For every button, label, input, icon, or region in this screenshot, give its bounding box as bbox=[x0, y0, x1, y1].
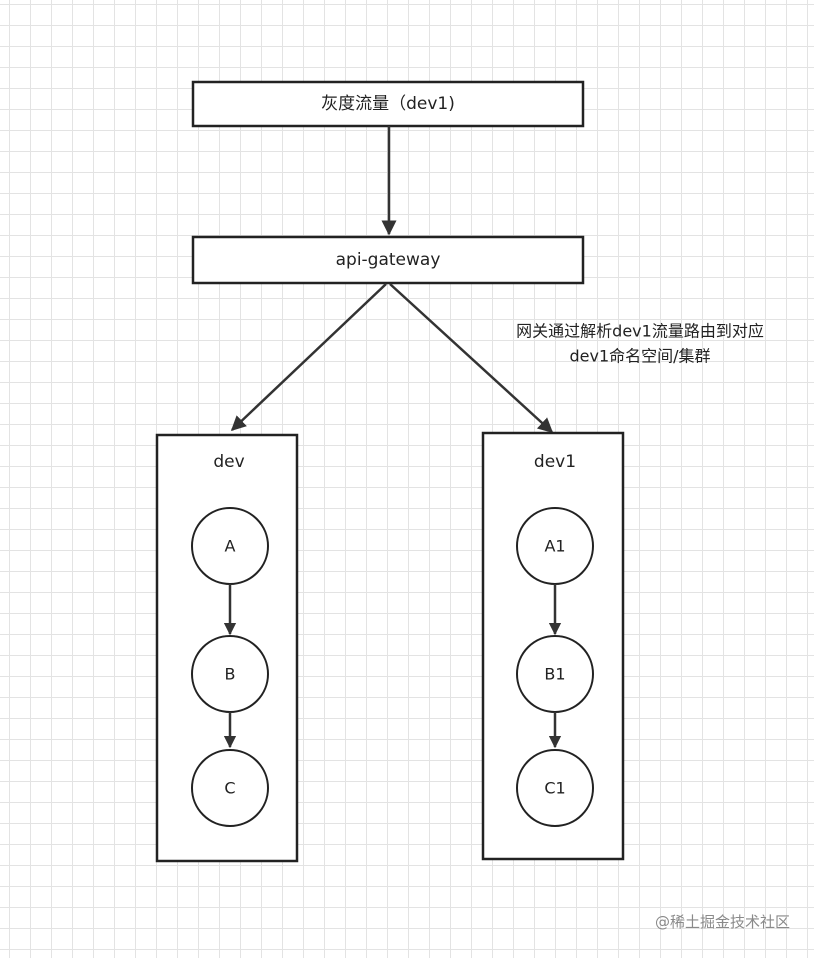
edge-gateway-to-dev bbox=[230, 283, 387, 432]
dev-namespace-label: dev bbox=[213, 452, 244, 472]
routing-note-line1: 网关通过解析dev1流量路由到对应 bbox=[516, 322, 764, 341]
service-c1-node bbox=[516, 749, 594, 827]
service-b-label: B bbox=[225, 665, 236, 684]
gray-traffic-label: 灰度流量（dev1) bbox=[321, 94, 455, 114]
api-gateway-label: api-gateway bbox=[336, 250, 441, 270]
service-c-label: C bbox=[224, 779, 235, 798]
service-c-node bbox=[191, 749, 269, 827]
watermark-text: @稀土掘金技术社区 bbox=[654, 913, 790, 931]
dev1-namespace-label: dev1 bbox=[534, 452, 576, 472]
service-b1-label: B1 bbox=[544, 665, 565, 684]
service-a1-label: A1 bbox=[544, 537, 565, 556]
routing-note-line2: dev1命名空间/集群 bbox=[569, 347, 710, 366]
gray-traffic-box bbox=[191, 80, 585, 128]
edge-gateway-to-dev1 bbox=[389, 283, 554, 434]
service-c1-label: C1 bbox=[544, 779, 565, 798]
api-gateway-box bbox=[191, 235, 585, 285]
service-a-label: A bbox=[225, 537, 236, 556]
